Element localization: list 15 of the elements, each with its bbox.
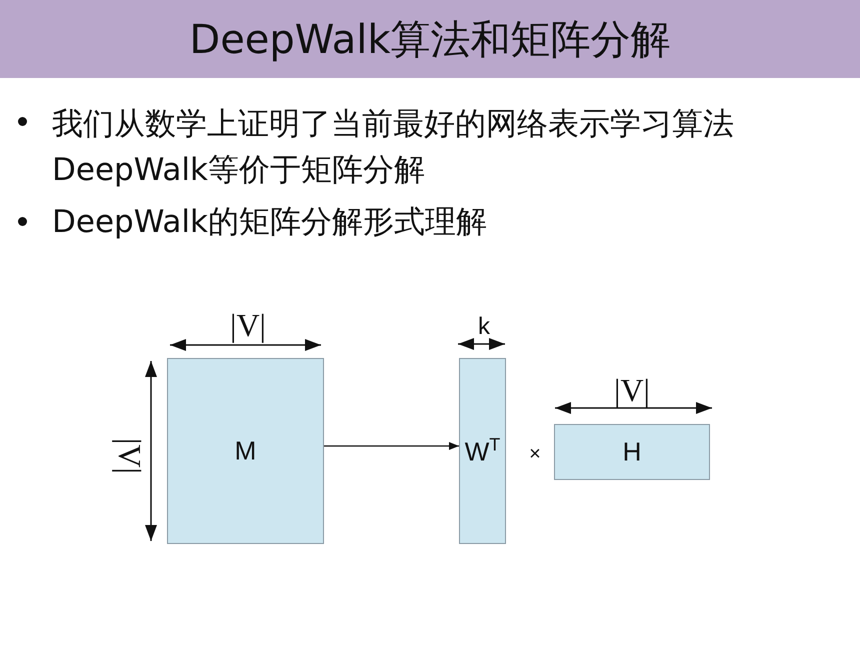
matrix-box [554,424,710,480]
matrix-box [459,358,506,544]
multiply-sign: × [529,444,541,464]
dimension-label: |V| [114,438,146,474]
slide-title: DeepWalk算法和矩阵分解 [188,16,672,65]
bullet-text: DeepWalk的矩阵分解形式理解 [52,203,488,242]
bullet-text: 我们从数学上证明了当前最好的网络表示学习算法DeepWalk等价于矩阵分解 [52,105,735,190]
matrix-label: M [234,436,258,466]
matrix-box [167,358,324,544]
matrix-label: W$^{T}$ [464,434,502,468]
dimension-label: |V| [230,309,266,341]
matrix-label: H [622,436,642,468]
arrow [324,442,459,450]
dimension-label: k [478,315,490,339]
dimension-label: |V| [614,374,650,406]
